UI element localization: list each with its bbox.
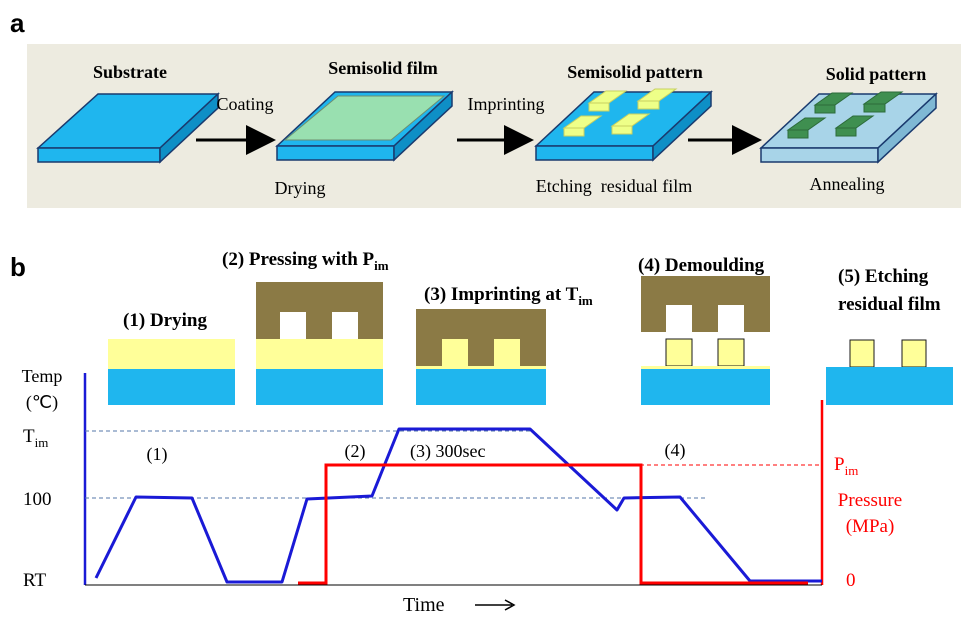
schematic-pressing: [256, 282, 383, 405]
pressure-tick-zero: 0: [846, 570, 856, 591]
step5-title-line2: residual film: [838, 294, 941, 315]
step3-title: (3) Imprinting at Tim: [424, 284, 593, 308]
semisolid-film-slab: [275, 90, 454, 162]
temp-tick-100: 100: [23, 489, 52, 510]
semisolid-pattern-slab: [534, 88, 713, 162]
pressure-curve: [298, 463, 808, 585]
temp-tick-tim: Tim: [23, 426, 48, 450]
temp-axis-title-line1: Temp: [22, 366, 63, 386]
panel-b-label: b: [10, 252, 26, 282]
time-axis-title: Time: [403, 594, 445, 616]
phase-label-4: (4): [665, 440, 686, 461]
schematic-imprinting: [416, 309, 546, 405]
temp-axis-title-line2: (℃): [26, 392, 58, 413]
drying-label: Drying: [275, 178, 326, 198]
etching-label: Etching residual film: [536, 176, 692, 196]
stage-title-substrate: Substrate: [93, 62, 167, 82]
coating-label: Coating: [217, 94, 274, 114]
step5-title-line1: (5) Etching: [838, 266, 929, 287]
pressure-tick-pim: Pim: [834, 454, 858, 478]
temp-tick-rt: RT: [23, 570, 47, 591]
panel-a-label: a: [10, 8, 25, 38]
phase-label-2: (2): [345, 441, 366, 462]
process-chart: Temp (℃) Tim 100 RT (1) (2) (3) 300sec (…: [22, 366, 903, 616]
time-arrowhead-icon: [504, 599, 516, 611]
pressure-axis-title-line1: Pressure: [838, 490, 902, 511]
imprinting-label: Imprinting: [468, 94, 545, 114]
annealing-label: Annealing: [810, 174, 885, 194]
schematic-drying: [108, 339, 235, 405]
stage-title-semisolid-film: Semisolid film: [328, 58, 438, 78]
step2-title: (2) Pressing with Pim: [222, 249, 389, 273]
step1-title: (1) Drying: [123, 310, 207, 331]
stage-title-solid-pattern: Solid pattern: [826, 64, 927, 84]
solid-pattern-slab: [759, 91, 938, 164]
stage-title-semisolid-pattern: Semisolid pattern: [567, 62, 703, 82]
pressure-axis-title-line2: (MPa): [846, 516, 895, 537]
temperature-curve: [94, 427, 822, 584]
substrate-slab: [36, 92, 220, 164]
phase-label-1: (1): [147, 444, 168, 465]
step4-title: (4) Demoulding: [638, 255, 765, 276]
schematic-demoulding: [641, 276, 770, 405]
schematic-etching: [826, 339, 953, 405]
phase-label-3: (3) 300sec: [410, 441, 485, 462]
